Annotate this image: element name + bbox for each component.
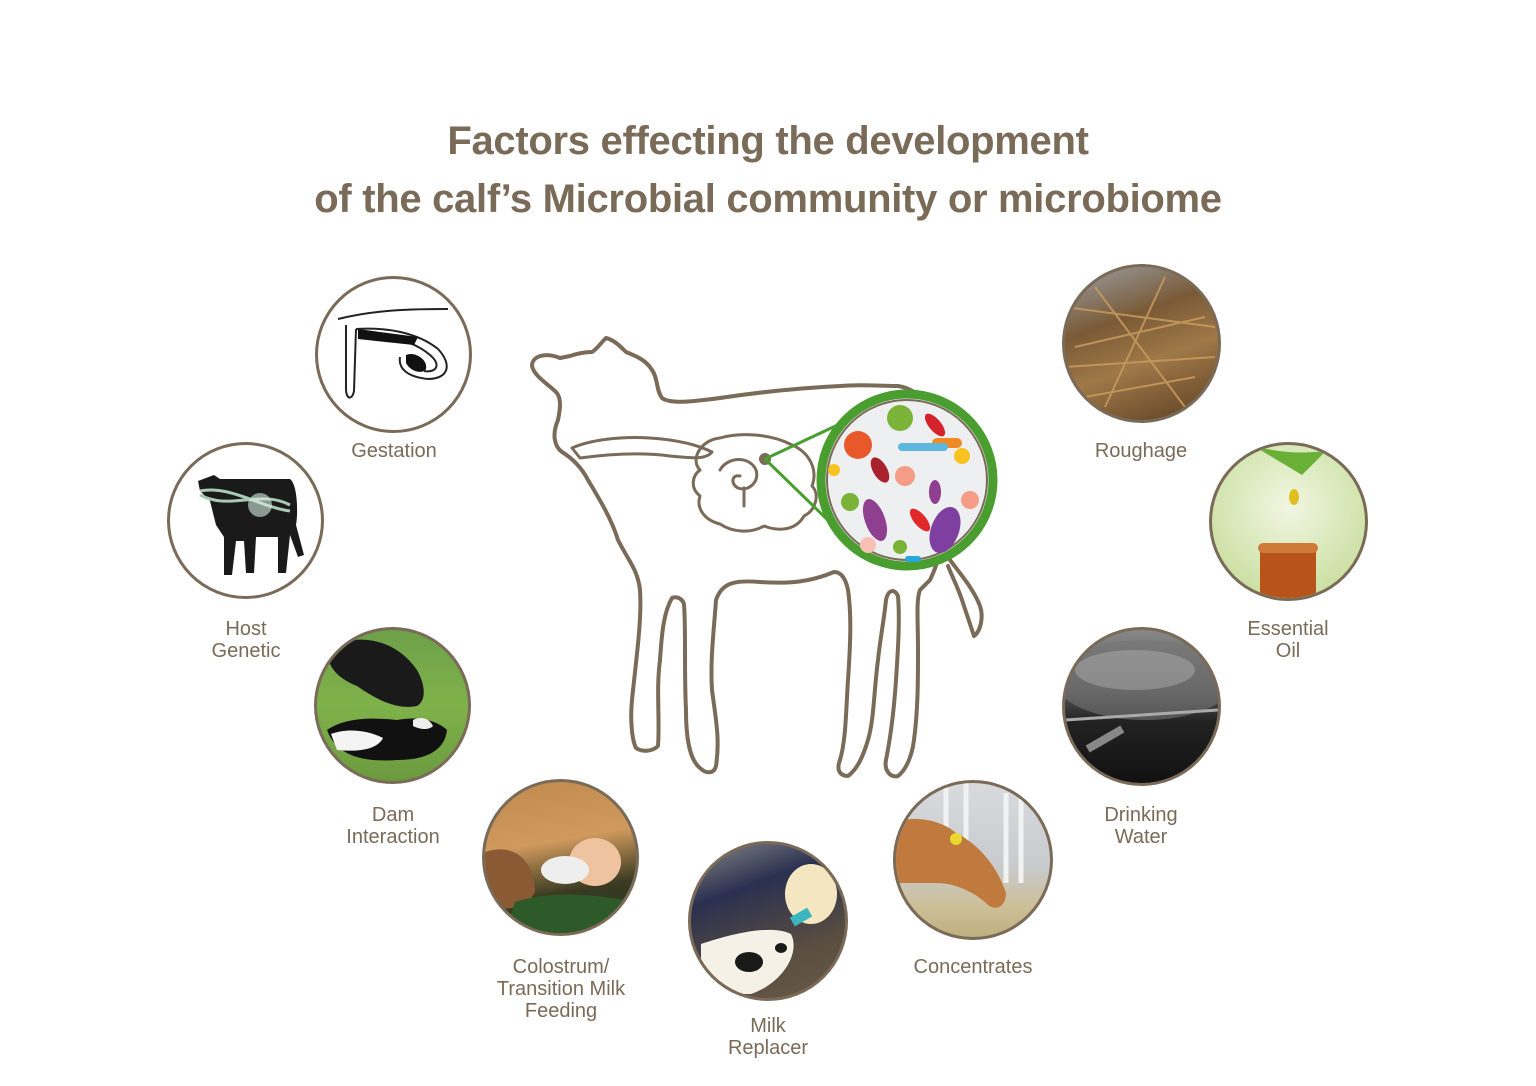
factor-label: Colostrum/ Transition Milk Feeding <box>496 956 626 1022</box>
title-line-2: of the calf’s Microbial community or mic… <box>314 177 1222 221</box>
factor-label: Essential Oil <box>1247 618 1329 662</box>
esophagus-outline <box>570 436 714 460</box>
oil-drop-bottle-photo <box>1209 442 1368 601</box>
factor-label: Dam Interaction <box>346 804 440 848</box>
bottle-feeding-photo <box>688 841 848 1001</box>
calf-eating-feed-photo <box>893 780 1053 940</box>
water-trough-photo <box>1062 627 1221 786</box>
tail-outline <box>946 558 984 638</box>
factor-label: Gestation <box>351 440 437 462</box>
microbiome-magnifier <box>816 389 998 571</box>
factor-label: Milk Replacer <box>727 1015 809 1059</box>
calf-dna-icon <box>167 442 324 599</box>
calf-suckling-photo <box>482 779 639 936</box>
page-title: Factors effecting the development of the… <box>0 112 1536 228</box>
factor-label: Host Genetic <box>211 618 281 662</box>
calf-body-outline <box>530 336 949 779</box>
hay-straw-photo <box>1062 264 1221 423</box>
gestation-icon <box>315 276 472 433</box>
title-line-1: Factors effecting the development <box>447 119 1089 163</box>
cow-calf-photo <box>314 627 471 784</box>
factor-label: Drinking Water <box>1104 804 1178 848</box>
stomach-outline <box>691 433 818 533</box>
factor-label: Roughage <box>1094 440 1188 462</box>
microbes-icon <box>828 405 979 562</box>
factor-label: Concentrates <box>913 956 1033 978</box>
